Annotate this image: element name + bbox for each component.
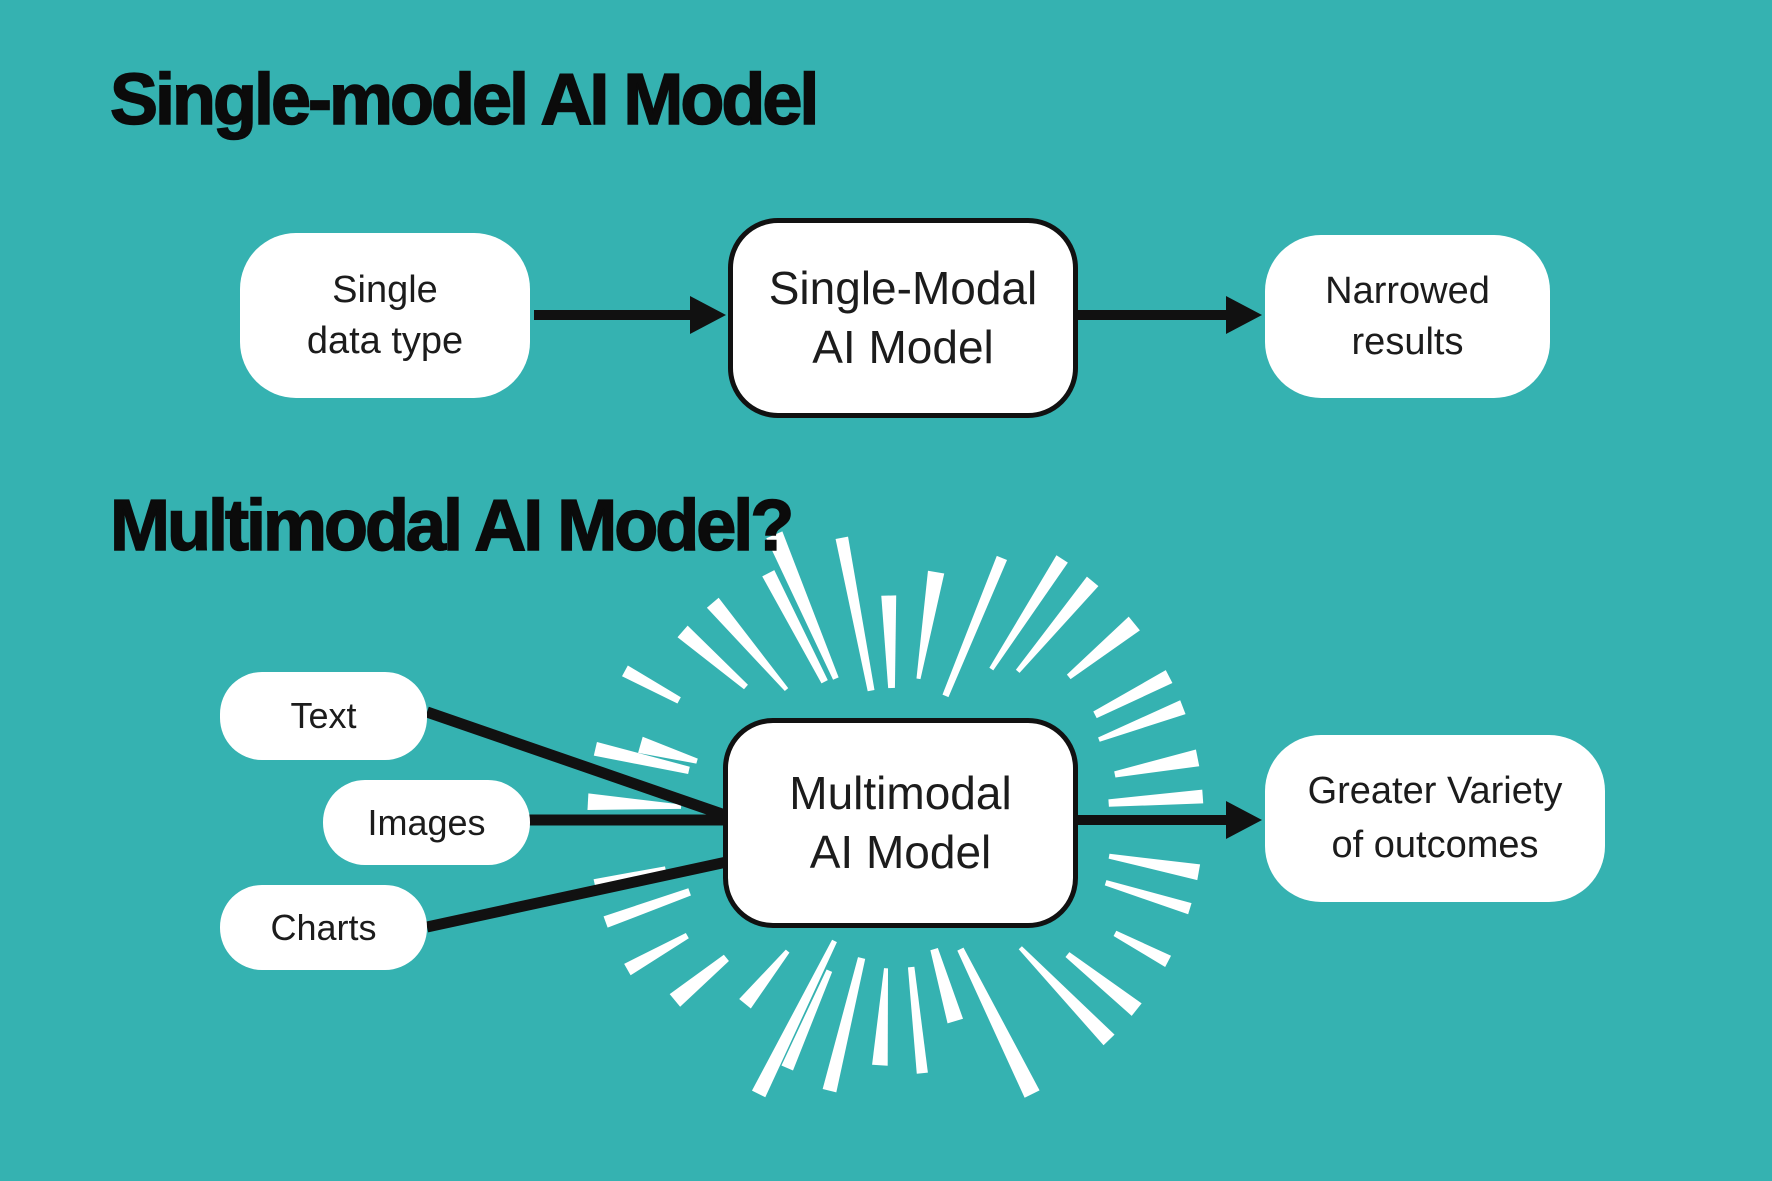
arrowhead-icon xyxy=(1226,296,1262,334)
starburst-ray xyxy=(1066,616,1140,680)
starburst-ray xyxy=(1114,749,1200,778)
node-input-text: Text xyxy=(220,672,427,760)
starburst-ray xyxy=(916,570,945,680)
node-label-line: of outcomes xyxy=(1331,823,1539,866)
starburst-ray xyxy=(762,570,828,684)
starburst-ray xyxy=(1098,700,1186,742)
starburst-ray xyxy=(781,969,833,1071)
starburst-ray xyxy=(638,736,698,764)
node-label-line: AI Model xyxy=(809,826,992,878)
starburst-ray xyxy=(587,793,682,810)
node-single-modal-ai-model: Single-Modal AI Model xyxy=(728,218,1078,418)
node-greater-variety-outcomes: Greater Variety of outcomes xyxy=(1265,735,1605,902)
section-title-multimodal: Multimodal AI Model? xyxy=(109,486,795,566)
starburst-ray xyxy=(881,595,897,689)
starburst-ray xyxy=(930,948,964,1024)
node-input-images: Images xyxy=(323,780,530,865)
node-label-line: AI Model xyxy=(812,321,994,373)
starburst-ray xyxy=(989,555,1068,671)
starburst-ray xyxy=(872,968,889,1066)
node-multimodal-ai-model: Multimodal AI Model xyxy=(723,718,1078,928)
arrowhead-icon xyxy=(1226,801,1262,839)
node-label-line: Narrowed xyxy=(1325,270,1490,313)
starburst-ray xyxy=(1015,576,1099,673)
node-label-line: results xyxy=(1351,320,1464,363)
starburst-ray xyxy=(593,866,667,893)
node-label-line: Images xyxy=(367,801,486,843)
starburst-ray xyxy=(942,555,1008,698)
starburst-ray xyxy=(603,888,691,928)
starburst-ray xyxy=(1093,670,1173,719)
starburst-ray xyxy=(669,954,729,1007)
starburst-ray xyxy=(1104,880,1192,915)
node-label-line: Greater Variety xyxy=(1307,770,1563,813)
starburst-ray xyxy=(1108,789,1204,807)
node-label-line: Multimodal xyxy=(789,767,1012,820)
starburst-ray xyxy=(593,741,690,774)
node-narrowed-results: Narrowed results xyxy=(1265,235,1550,398)
node-label-line: data type xyxy=(306,319,464,362)
node-input-charts: Charts xyxy=(220,885,427,970)
starburst-ray xyxy=(624,933,689,976)
node-label-line: Charts xyxy=(270,906,377,948)
starburst-ray xyxy=(957,947,1040,1098)
starburst-ray xyxy=(835,536,875,692)
starburst-ray xyxy=(907,966,928,1074)
starburst-ray xyxy=(822,957,866,1093)
starburst-ray xyxy=(751,939,837,1098)
starburst-ray xyxy=(1018,946,1115,1046)
starburst-ray xyxy=(1108,853,1201,881)
starburst-ray xyxy=(677,625,748,690)
starburst-ray xyxy=(1065,952,1142,1016)
section-title-single-model: Single-model AI Model xyxy=(109,60,820,140)
starburst-ray xyxy=(621,665,681,704)
starburst-ray xyxy=(1113,930,1172,967)
arrowhead-icon xyxy=(690,296,726,334)
node-label-line: Text xyxy=(290,695,357,737)
starburst-ray xyxy=(739,949,790,1009)
starburst-ray xyxy=(706,597,789,692)
node-label-line: Single xyxy=(332,269,438,312)
connector-charts-to-model xyxy=(425,852,747,933)
node-single-data-type: Single data type xyxy=(240,233,530,398)
node-label-line: Single-Modal xyxy=(768,262,1038,315)
